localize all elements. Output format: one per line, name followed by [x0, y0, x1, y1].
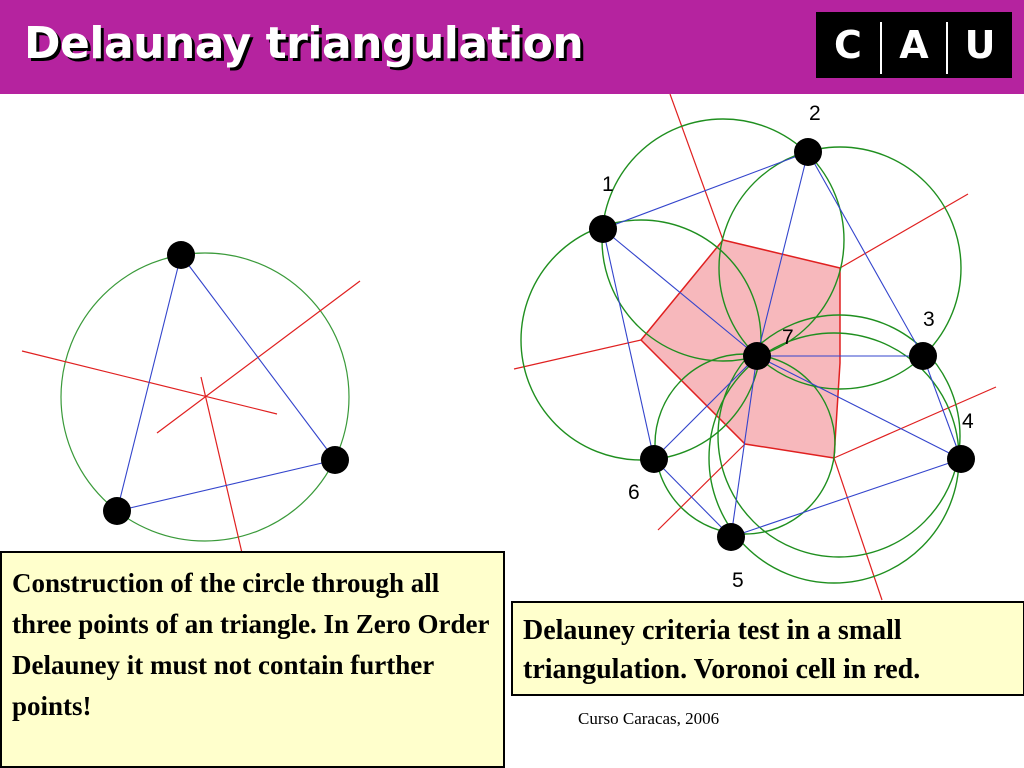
- left-figure: [21, 241, 361, 554]
- vertex-point-4: [947, 445, 975, 473]
- triangle-edge: [116, 459, 336, 512]
- voronoi-edge: [833, 457, 883, 601]
- bisector-line: [200, 376, 243, 554]
- triangle-edge: [116, 254, 182, 512]
- logo-letter-c: C: [834, 23, 862, 67]
- triangle-edge: [807, 151, 924, 357]
- voronoi-edge: [833, 386, 997, 459]
- slide-header: Delaunay triangulation C A U: [0, 0, 1024, 94]
- vertex-point-3: [909, 342, 937, 370]
- triangle-edge: [602, 151, 809, 230]
- logo-separator: [946, 22, 948, 74]
- triangulation-edges: [602, 151, 962, 538]
- cau-logo: C A U: [816, 12, 1012, 78]
- voronoi-edge: [657, 443, 746, 531]
- logo-letter-u: U: [964, 23, 996, 67]
- point-label-4: 4: [962, 410, 974, 433]
- circumcircle: [718, 146, 962, 390]
- bisector-line: [156, 280, 361, 434]
- point-label-2: 2: [809, 102, 821, 125]
- logo-letter-a: A: [899, 23, 929, 67]
- voronoi-edge: [669, 94, 724, 241]
- triangle-edge: [730, 355, 758, 538]
- point-label-7: 7: [782, 326, 794, 349]
- voronoi-edge: [839, 193, 969, 269]
- vertex-point: [103, 497, 131, 525]
- vertex-point-5: [717, 523, 745, 551]
- triangulation-diagram: 1 2 3 4 5 6 7: [21, 94, 997, 601]
- triangle-edge: [653, 458, 732, 538]
- left-caption-box: Construction of the circle through all t…: [0, 551, 505, 768]
- triangulation-points: [589, 138, 975, 551]
- point-labels: 1 2 3 4 5 6 7: [602, 102, 974, 592]
- circumcircle: [717, 314, 961, 558]
- triangle-edge: [653, 355, 758, 460]
- vertex-point-7: [743, 342, 771, 370]
- triangle-edge: [756, 355, 962, 460]
- triangle-edge: [602, 228, 758, 357]
- vertex-point-1: [589, 215, 617, 243]
- triangle-edge: [730, 458, 962, 538]
- vertex-point: [321, 446, 349, 474]
- point-label-5: 5: [732, 569, 744, 592]
- footer-credit: Curso Caracas, 2006: [578, 709, 720, 728]
- slide-title: Delaunay triangulation: [24, 18, 584, 69]
- right-caption-box: Delauney criteria test in a small triang…: [511, 601, 1024, 696]
- triangle-edge: [756, 151, 809, 357]
- vertex-point: [167, 241, 195, 269]
- logo-separator: [880, 22, 882, 74]
- triangle-edge: [922, 355, 962, 460]
- triangle-edge: [180, 254, 336, 461]
- point-label-3: 3: [923, 308, 935, 331]
- right-figure: 1 2 3 4 5 6 7: [513, 94, 997, 601]
- voronoi-edge: [513, 339, 642, 370]
- vertex-point-2: [794, 138, 822, 166]
- point-label-1: 1: [602, 173, 614, 196]
- circumcircle: [60, 252, 350, 542]
- vertex-point-6: [640, 445, 668, 473]
- point-label-6: 6: [628, 481, 640, 504]
- triangle-edge: [602, 228, 655, 460]
